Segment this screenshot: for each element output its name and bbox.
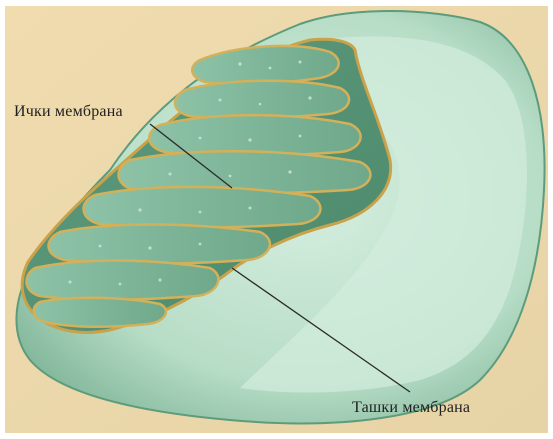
outer-membrane-label: Ташки мембрана (352, 400, 470, 416)
inner-membrane-label: Ички мембрана (14, 104, 123, 120)
